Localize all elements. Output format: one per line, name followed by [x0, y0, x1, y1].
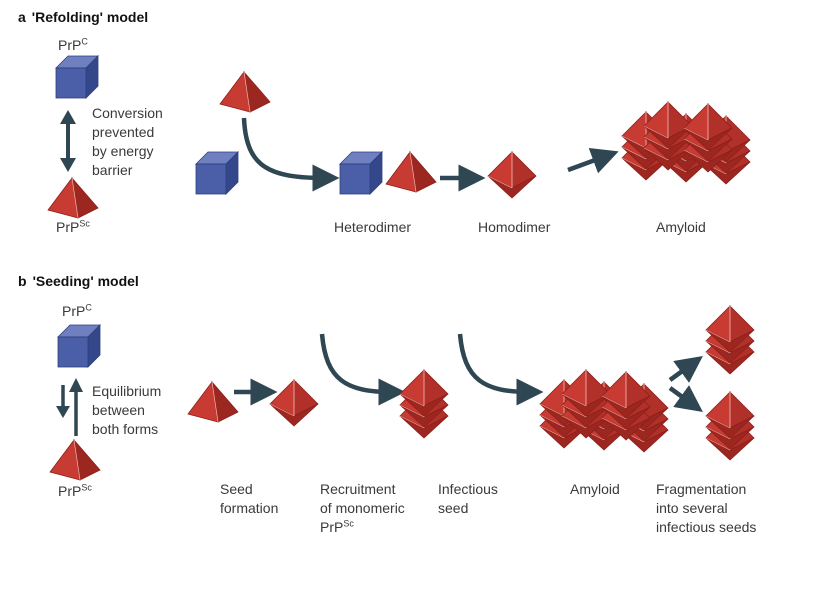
note-line: between — [92, 402, 145, 418]
label-line: into several — [656, 500, 728, 516]
equilibrium-arrows-icon — [56, 378, 83, 436]
infectious-seed-icon — [400, 370, 448, 438]
homodimer-label: Homodimer — [478, 219, 551, 235]
note-line: both forms — [92, 421, 159, 437]
amyloid-label: Amyloid — [570, 481, 620, 497]
prpc-label-base: PrP — [62, 303, 86, 319]
prpsc-pyramid-icon — [47, 177, 99, 219]
amyloid-icon — [622, 102, 750, 184]
fragmentation-label: Fragmentation into several infectious se… — [656, 480, 756, 537]
prpc-label: PrPC — [58, 36, 88, 54]
prpc-label-base: PrP — [58, 37, 82, 53]
panel-a-title-text: 'Refolding' model — [31, 9, 149, 25]
prpc-cube-icon — [55, 55, 99, 99]
amyloid-label: Amyloid — [656, 219, 706, 235]
infectious-seed-label: Infectious seed — [438, 480, 498, 518]
heterodimer-label: Heterodimer — [334, 219, 412, 235]
panel-b-letter: b — [18, 273, 27, 289]
curved-arrow-icon — [241, 117, 340, 192]
note-line: by energy — [92, 143, 154, 159]
label-line: Seed — [220, 481, 253, 497]
note-line: barrier — [92, 162, 133, 178]
fragment-seed-icon — [706, 392, 754, 460]
label-line: PrPSc — [320, 518, 405, 537]
amyloid-icon — [540, 370, 668, 452]
panel-a-letter: a — [18, 9, 26, 25]
prpc-label-sup: C — [85, 302, 92, 313]
prpsc-label: PrPSc — [56, 218, 90, 236]
panel-b-title-text: 'Seeding' model — [32, 273, 139, 289]
recruitment-prp-sup: Sc — [343, 518, 354, 529]
label-line: Recruitment — [320, 481, 396, 497]
prpc-label-sup: C — [81, 36, 88, 47]
homodimer-icon — [487, 151, 537, 199]
prpc-cube-icon — [195, 151, 239, 195]
label-line: formation — [220, 500, 279, 516]
label-line: Infectious — [438, 481, 498, 497]
curved-arrow-icon — [319, 333, 406, 406]
panel-b-title: b 'Seeding' model — [18, 272, 139, 290]
arrow-icon — [668, 385, 703, 412]
prpsc-label-sup: Sc — [79, 218, 90, 229]
label-line: infectious seeds — [656, 519, 757, 535]
note-line: prevented — [92, 124, 155, 140]
label-line: seed — [438, 500, 469, 516]
prpsc-pyramid-icon — [219, 71, 271, 113]
recruitment-label: Recruitment of monomeric PrPSc — [320, 480, 405, 537]
prpsc-pyramid-icon — [49, 439, 101, 481]
label-line: of monomeric — [320, 500, 405, 516]
arrow-icon — [567, 147, 619, 174]
fragment-seed-icon — [706, 306, 754, 374]
prpsc-label: PrPSc — [58, 482, 92, 500]
note-line: Conversion — [92, 105, 163, 121]
prpc-label: PrPC — [62, 302, 92, 320]
panel-a-title: a 'Refolding' model — [18, 8, 148, 26]
prpsc-pyramid-icon — [187, 381, 239, 423]
prpsc-label-sup: Sc — [81, 482, 92, 493]
prpsc-label-base: PrP — [58, 483, 82, 499]
arrow-icon — [668, 356, 703, 383]
note-line: Equilibrium — [92, 383, 162, 399]
double-arrow-icon — [60, 110, 76, 172]
seed-icon — [269, 379, 319, 427]
prpc-cube-icon — [57, 324, 101, 368]
conversion-note: Conversion prevented by energy barrier — [92, 104, 163, 180]
prpsc-label-base: PrP — [56, 219, 80, 235]
recruitment-prp-base: PrP — [320, 519, 344, 535]
curved-arrow-icon — [457, 333, 544, 406]
heterodimer-icon — [339, 151, 437, 195]
seed-formation-label: Seed formation — [220, 480, 278, 518]
label-line: Fragmentation — [656, 481, 747, 497]
equilibrium-note: Equilibrium between both forms — [92, 382, 161, 439]
